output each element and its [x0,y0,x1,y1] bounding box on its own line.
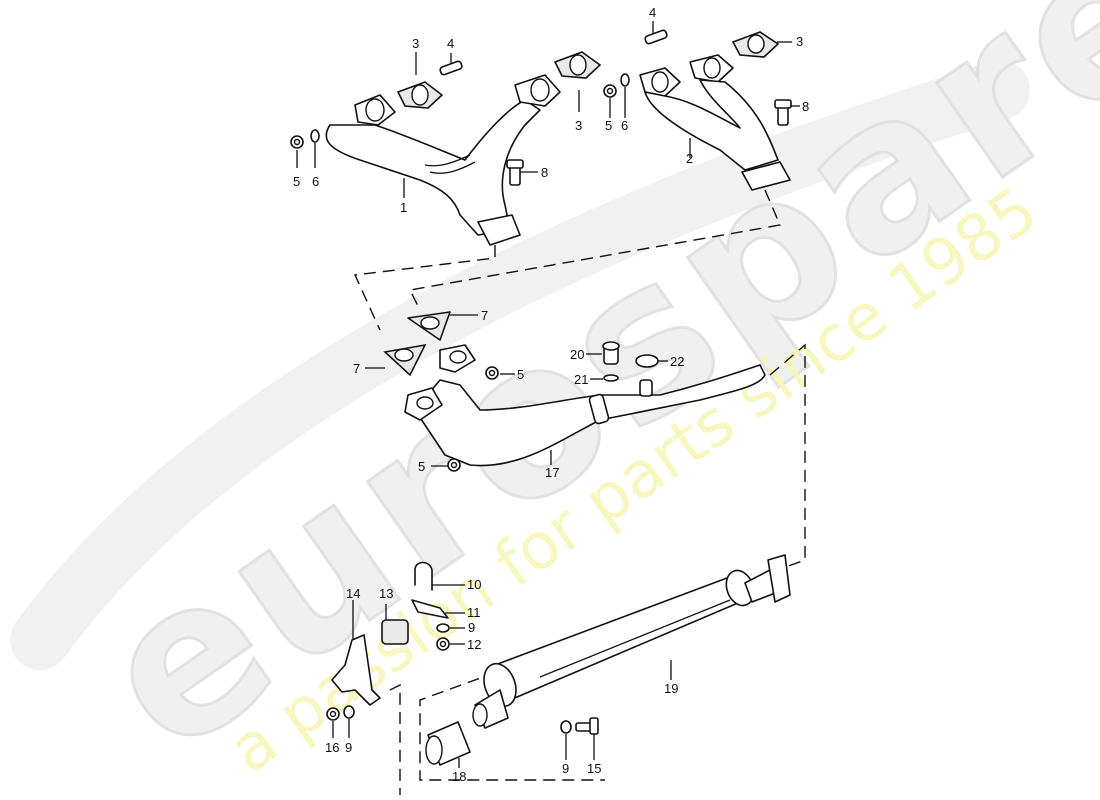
callout-5b[interactable]: 5 [605,118,612,133]
callout-labels: 1 2 3 3 3 4 4 5 5 5 5 6 6 7 7 8 8 9 9 9 … [293,5,809,784]
callout-18[interactable]: 18 [452,769,466,784]
callout-6b[interactable]: 6 [621,118,628,133]
callout-9c[interactable]: 9 [562,761,569,776]
callout-5d[interactable]: 5 [418,459,425,474]
callout-14[interactable]: 14 [346,586,360,601]
callout-10[interactable]: 10 [467,577,481,592]
bracket-14[interactable] [331,634,381,706]
callout-9a[interactable]: 9 [468,620,475,635]
exhaust-manifold-left[interactable] [325,74,561,246]
nut-16[interactable] [326,707,340,721]
callout-11[interactable]: 11 [467,605,481,620]
nut-5a[interactable] [290,135,304,149]
washer-9b[interactable] [343,705,355,719]
callout-20[interactable]: 20 [570,347,584,362]
callout-7b[interactable]: 7 [353,361,360,376]
callout-19[interactable]: 19 [664,681,678,696]
stud-4a[interactable] [439,60,463,76]
gasket-3b[interactable] [553,51,602,79]
washer-9a[interactable] [436,623,450,633]
callout-7a[interactable]: 7 [481,308,488,323]
gasket-3c[interactable] [731,31,780,58]
callout-12[interactable]: 12 [467,637,481,652]
u-bolt-10[interactable] [414,561,433,591]
assembly-line-manifold-right [408,189,781,311]
clamp-11[interactable] [411,599,449,619]
callout-4a[interactable]: 4 [447,36,454,51]
bolt-8a[interactable] [506,159,524,186]
bolt-15[interactable] [575,717,599,735]
callout-5a[interactable]: 5 [293,174,300,189]
muffler[interactable] [472,554,791,729]
callout-22[interactable]: 22 [670,354,684,369]
callout-21[interactable]: 21 [574,372,588,387]
washer-6b[interactable] [620,73,630,87]
callout-3a[interactable]: 3 [412,36,419,51]
callout-15[interactable]: 15 [587,761,601,776]
gasket-7a[interactable] [407,311,451,341]
nut-5c[interactable] [485,366,499,380]
front-pipe[interactable] [404,344,766,467]
callout-13[interactable]: 13 [379,586,393,601]
nut-5d[interactable] [447,458,461,472]
stud-4b[interactable] [644,29,668,45]
seal-ring-21[interactable] [603,374,619,382]
assembly-line-bracket [389,683,401,795]
callout-3c[interactable]: 3 [796,34,803,49]
callout-3b[interactable]: 3 [575,118,582,133]
callout-8b[interactable]: 8 [802,99,809,114]
callout-4b[interactable]: 4 [649,5,656,20]
callout-9b[interactable]: 9 [345,740,352,755]
sleeve-18[interactable] [425,721,471,766]
callout-2[interactable]: 2 [686,151,693,166]
nut-12[interactable] [436,637,450,651]
assembly-line-manifold-left [353,245,496,331]
washer-6a[interactable] [310,129,320,143]
leader-lines [296,21,800,768]
gasket-7b[interactable] [383,343,427,377]
callout-1[interactable]: 1 [400,200,407,215]
nut-5b[interactable] [603,84,617,98]
rubber-mount-13[interactable] [381,619,409,645]
callout-6a[interactable]: 6 [312,174,319,189]
threaded-boss [639,379,653,397]
exhaust-manifold-right[interactable] [639,54,791,191]
washer-9c[interactable] [560,720,572,734]
cap-nut-22[interactable] [635,354,659,368]
callout-8a[interactable]: 8 [541,165,548,180]
gasket-3a[interactable] [396,81,444,109]
callout-16[interactable]: 16 [325,740,339,755]
callout-17[interactable]: 17 [545,465,559,480]
callout-5c[interactable]: 5 [517,367,524,382]
bolt-8b[interactable] [774,99,792,126]
plug-20[interactable] [602,341,620,365]
